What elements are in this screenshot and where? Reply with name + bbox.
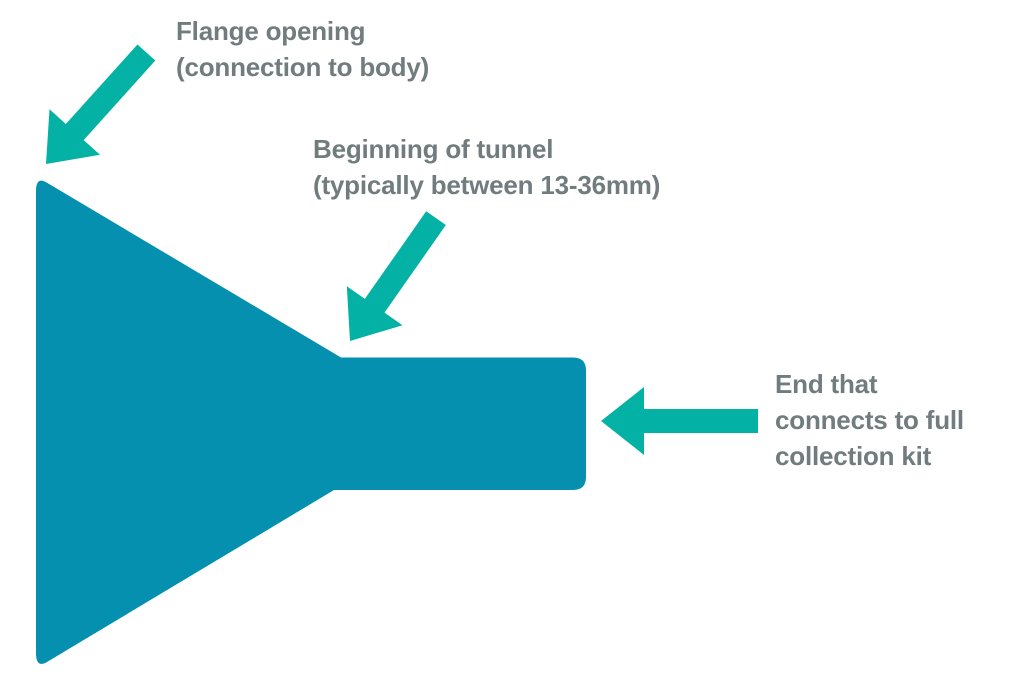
flange-shape: [36, 180, 586, 664]
label-flange-opening: Flange opening (connection to body): [176, 16, 430, 82]
arrow-left-icon: [601, 387, 758, 455]
label-tunnel-start: Beginning of tunnel (typically between 1…: [313, 134, 661, 200]
arrow-down-left-icon: [346, 211, 446, 341]
label-collection-end: End that connects to full collection kit: [775, 369, 964, 471]
arrow-down-left-icon: [46, 44, 156, 164]
